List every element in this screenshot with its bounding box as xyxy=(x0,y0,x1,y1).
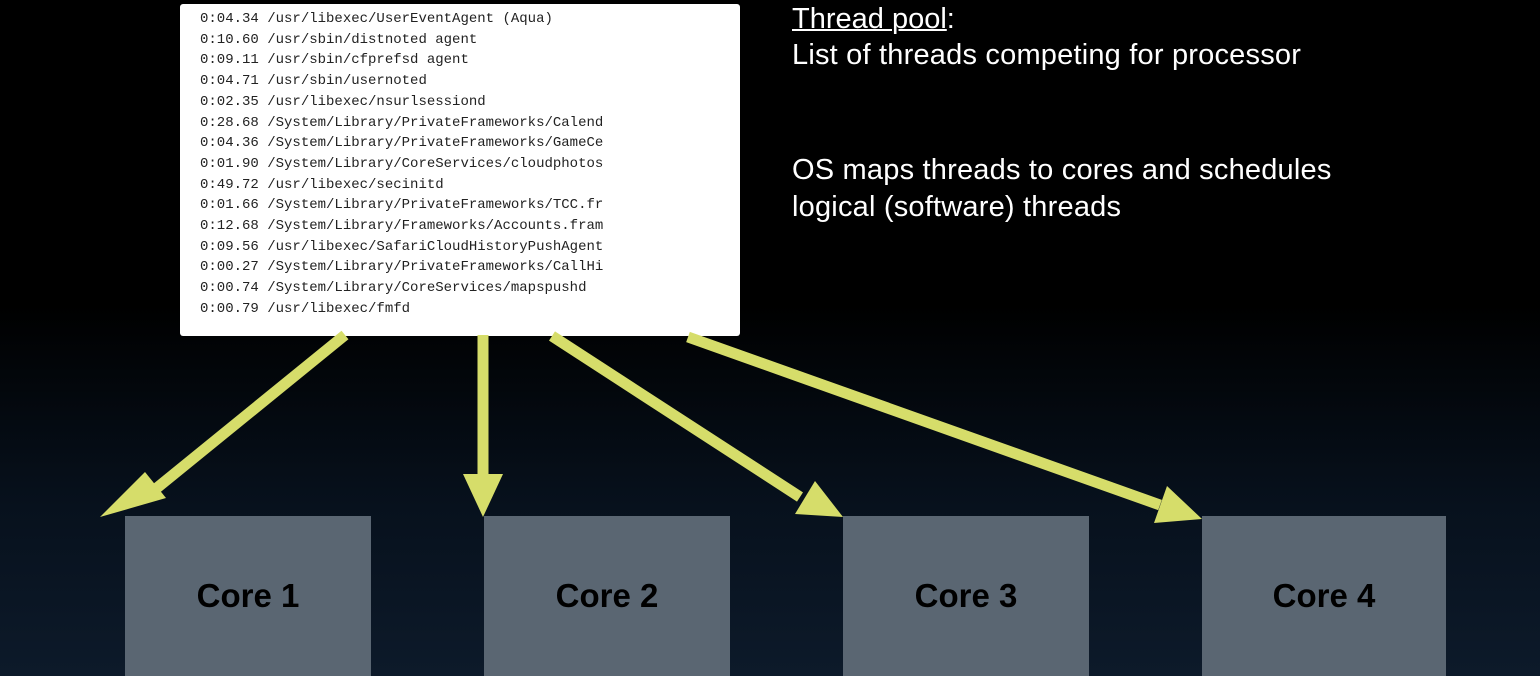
thread-row: 0:04.71 /usr/sbin/usernoted xyxy=(200,71,740,92)
thread-process-path: /usr/libexec/secinitd xyxy=(267,176,444,193)
thread-process-path: /System/Library/CoreServices/mapspushd xyxy=(267,280,587,297)
thread-cpu-time: 0:12.68 xyxy=(200,218,259,235)
thread-pool-title: Thread pool xyxy=(792,3,947,35)
os-note-line-1: OS maps threads to cores and schedules xyxy=(792,154,1332,186)
thread-process-path: /usr/libexec/fmfd xyxy=(267,300,411,317)
core-2-box: Core 2 xyxy=(484,516,730,676)
thread-pool-heading: Thread pool: List of threads competing f… xyxy=(792,0,1301,74)
thread-cpu-time: 0:04.36 xyxy=(200,135,259,152)
thread-cpu-time: 0:02.35 xyxy=(200,93,259,110)
thread-list-panel: 0:04.34 /usr/libexec/UserEventAgent (Aqu… xyxy=(180,4,740,336)
arrow-to-core-3 xyxy=(549,331,843,517)
thread-process-path: /usr/sbin/usernoted xyxy=(267,73,427,90)
arrow-to-core-2 xyxy=(463,335,503,517)
thread-row: 0:09.56 /usr/libexec/SafariCloudHistoryP… xyxy=(200,237,740,258)
thread-process-path: /System/Library/Frameworks/Accounts.fram xyxy=(267,218,604,235)
thread-process-path: /System/Library/PrivateFrameworks/CallHi xyxy=(267,259,604,276)
thread-row: 0:04.34 /usr/libexec/UserEventAgent (Aqu… xyxy=(200,9,740,30)
thread-row: 0:10.60 /usr/sbin/distnoted agent xyxy=(200,30,740,51)
thread-row: 0:49.72 /usr/libexec/secinitd xyxy=(200,175,740,196)
thread-cpu-time: 0:49.72 xyxy=(200,176,259,193)
core-4-box: Core 4 xyxy=(1202,516,1446,676)
core-1-box: Core 1 xyxy=(125,516,371,676)
arrow-to-core-4 xyxy=(686,331,1202,523)
thread-process-path: /usr/libexec/UserEventAgent (Aqua) xyxy=(267,11,553,27)
thread-row: 0:00.27 /System/Library/PrivateFramework… xyxy=(200,257,740,278)
thread-row: 0:09.11 /usr/sbin/cfprefsd agent xyxy=(200,50,740,71)
thread-cpu-time: 0:04.71 xyxy=(200,73,259,90)
thread-row: 0:00.79 /usr/libexec/fmfd xyxy=(200,299,740,320)
os-note-line-2: logical (software) threads xyxy=(792,191,1122,223)
thread-cpu-time: 0:01.66 xyxy=(200,197,259,214)
thread-cpu-time: 0:09.56 xyxy=(200,238,259,255)
thread-cpu-time: 0:04.34 xyxy=(200,11,259,27)
thread-process-path: /usr/libexec/nsurlsessiond xyxy=(267,93,486,110)
thread-cpu-time: 0:01.90 xyxy=(200,155,259,172)
thread-cpu-time: 0:10.60 xyxy=(200,31,259,48)
thread-process-path: /usr/libexec/SafariCloudHistoryPushAgent xyxy=(267,238,604,255)
thread-process-path: /System/Library/PrivateFrameworks/TCC.fr xyxy=(267,197,604,214)
thread-process-path: /System/Library/PrivateFrameworks/GameCe xyxy=(267,135,604,152)
thread-row: 0:04.36 /System/Library/PrivateFramework… xyxy=(200,133,740,154)
thread-row: 0:01.90 /System/Library/CoreServices/clo… xyxy=(200,154,740,175)
thread-row: 0:02.35 /usr/libexec/nsurlsessiond xyxy=(200,92,740,113)
core-3-box: Core 3 xyxy=(843,516,1089,676)
arrow-to-core-1 xyxy=(100,330,349,517)
thread-cpu-time: 0:09.11 xyxy=(200,52,259,69)
thread-cpu-time: 0:00.79 xyxy=(200,300,259,317)
os-mapping-note: OS maps threads to cores and schedules l… xyxy=(792,152,1512,226)
thread-pool-description: List of threads competing for processor xyxy=(792,39,1302,71)
thread-row: 0:12.68 /System/Library/Frameworks/Accou… xyxy=(200,216,740,237)
thread-process-path: /System/Library/CoreServices/cloudphotos xyxy=(267,155,604,172)
thread-process-path: /System/Library/PrivateFrameworks/Calend xyxy=(267,114,604,131)
thread-pool-title-colon: : xyxy=(946,3,955,35)
thread-row: 0:01.66 /System/Library/PrivateFramework… xyxy=(200,195,740,216)
thread-process-path: /usr/sbin/distnoted agent xyxy=(267,31,478,48)
thread-cpu-time: 0:00.74 xyxy=(200,280,259,297)
thread-cpu-time: 0:28.68 xyxy=(200,114,259,131)
thread-cpu-time: 0:00.27 xyxy=(200,259,259,276)
thread-row: 0:28.68 /System/Library/PrivateFramework… xyxy=(200,113,740,134)
thread-process-path: /usr/sbin/cfprefsd agent xyxy=(267,52,469,69)
thread-row: 0:00.74 /System/Library/CoreServices/map… xyxy=(200,278,740,299)
